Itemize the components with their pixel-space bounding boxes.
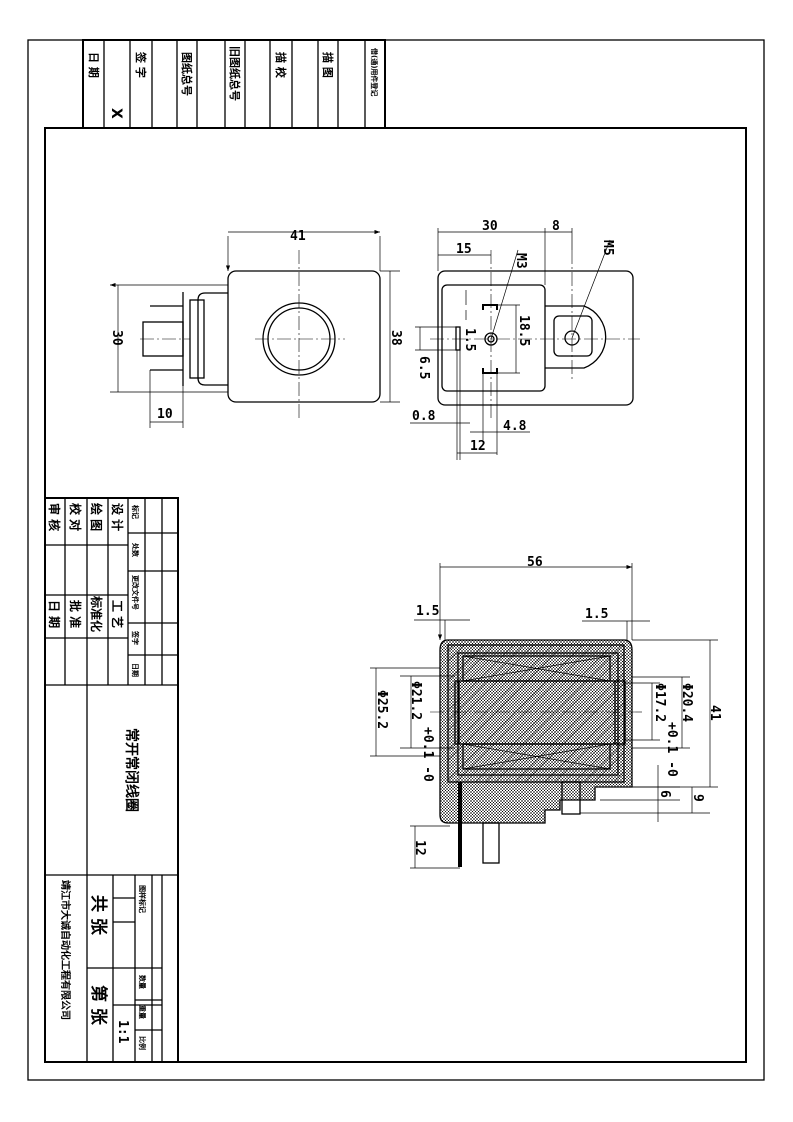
dim-1-5: 1.5: [462, 328, 477, 351]
dim-6: 6: [657, 790, 672, 798]
section-view: 56 1.5 1.5 Φ25.2 Φ21.2 +0.1 -0 Φ17.2 +0.…: [370, 555, 722, 869]
label-pattern-mark: 图样标记: [138, 885, 147, 913]
dim-bore-right: Φ17.2: [652, 683, 667, 722]
label-process: 工 艺: [110, 600, 125, 628]
label-drafter: 绘 图: [89, 503, 104, 531]
dim-wall-left: 1.5: [416, 604, 439, 619]
tol-bore-right: +0.1 -0: [664, 722, 679, 777]
front-view: 41 30 38 10: [109, 229, 403, 428]
label-rev-sign: 签字: [131, 630, 140, 645]
label-rev-mark: 标记: [131, 504, 140, 519]
dim-30: 30: [482, 219, 498, 234]
label-reviewer: 审 核: [47, 503, 62, 531]
label-weight: 重量: [138, 1005, 147, 1019]
stamp-old-drawing-no: 旧图纸总号: [228, 46, 242, 101]
dim-9: 9: [690, 794, 705, 802]
dim-12: 12: [470, 439, 486, 454]
stamp-signature: 签 字: [134, 51, 148, 78]
dim-pin: 10: [157, 407, 173, 422]
stamp-date: 日 期: [87, 52, 101, 78]
label-approver: 批 准: [68, 600, 83, 628]
dim-wall-right: 1.5: [585, 607, 608, 622]
label-standardization: 标准化: [89, 595, 104, 632]
label-checker: 校 对: [68, 503, 83, 531]
dim-12-lead: 12: [412, 840, 427, 856]
dim-bore-left: Φ21.2: [408, 681, 423, 720]
label-quantity: 数量: [138, 975, 147, 989]
stamp-block: 日 期 X 签 字 图纸总号 旧图纸总号 描 校 描 图 借(通)用件登记: [82, 39, 386, 129]
company-name: 靖江市大诚自动化工程有限公司: [59, 880, 72, 1020]
outer-frame: [27, 39, 765, 1081]
label-rev-doc: 更改文件号: [131, 575, 140, 610]
scale-value: 1:1: [115, 1020, 130, 1044]
label-m5: M5: [600, 240, 615, 256]
drawing-title: 常开常闭线圈: [123, 728, 140, 812]
dim-4-8: 4.8: [503, 419, 527, 434]
dim-6-5: 6.5: [416, 356, 431, 379]
dim-15: 15: [456, 242, 472, 257]
sheet-number: 第 张: [88, 985, 109, 1026]
label-date: 日 期: [47, 600, 62, 628]
stamp-trace-check: 描 校: [274, 52, 288, 79]
stamp-x: X: [108, 108, 124, 119]
stamp-borrowed: 借(通)用件登记: [370, 47, 379, 96]
label-m3: M3: [513, 253, 528, 269]
dim-height-right: 38: [388, 330, 403, 346]
tol-bore-left: +0.1 -0: [420, 727, 435, 782]
dim-width: 41: [290, 229, 306, 244]
label-designer: 设 计: [110, 503, 125, 531]
label-scale: 比例: [138, 1036, 147, 1050]
dim-18-5: 18.5: [516, 315, 531, 346]
dim-56: 56: [527, 555, 543, 570]
dim-height: 30: [109, 330, 124, 346]
dim-41: 41: [707, 705, 722, 721]
stamp-drawing-no: 图纸总号: [180, 52, 194, 96]
label-rev-date: 日期: [131, 663, 140, 677]
title-block: 审 核 校 对 绘 图 设 计 日 期 批 准 标准化 工 艺 标记 处数 更改…: [44, 497, 179, 1063]
dim-outer-dia: Φ25.2: [374, 690, 389, 729]
dim-0-8: 0.8: [412, 409, 436, 424]
total-sheets: 共 张: [88, 895, 108, 936]
dim-8: 8: [552, 219, 560, 234]
inner-frame: [44, 127, 747, 1063]
side-view: 30 8 15 M3 M5 18.5 1.5 6.5 0.8 4.8 12: [410, 219, 640, 460]
dim-dia-right: Φ20.4: [679, 683, 694, 722]
label-rev-count: 处数: [131, 542, 140, 558]
stamp-trace: 描 图: [321, 52, 335, 78]
